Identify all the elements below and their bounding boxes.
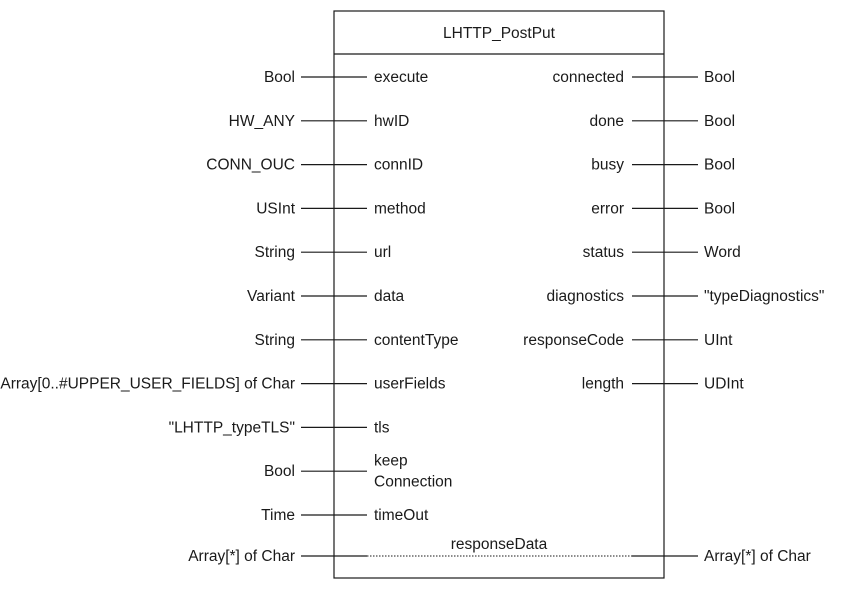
output-type-label: UDInt [704, 376, 744, 393]
input-param-label: keep [374, 453, 408, 470]
input-type-label: String [255, 332, 296, 349]
input-param-label: timeOut [374, 507, 429, 524]
input-type-label: "LHTTP_typeTLS" [169, 419, 295, 436]
input-param-label: Connection [374, 474, 452, 491]
output-param-label: busy [591, 157, 624, 174]
output-type-label: Bool [704, 200, 735, 217]
inout-input-type-label: Array[*] of Char [188, 548, 295, 565]
inout-param-label: responseData [451, 536, 548, 553]
input-type-label: Bool [264, 463, 295, 480]
input-type-label: USInt [256, 200, 295, 217]
input-param-label: data [374, 288, 405, 305]
input-param-label: hwID [374, 113, 409, 130]
output-param-label: responseCode [523, 332, 624, 349]
output-type-label: Word [704, 244, 741, 261]
input-type-label: Variant [247, 288, 296, 305]
output-param-label: status [583, 244, 625, 261]
input-param-label: userFields [374, 376, 446, 393]
input-type-label: Time [261, 507, 295, 524]
output-param-label: done [590, 113, 624, 130]
input-type-label: Array[0..#UPPER_USER_FIELDS] of Char [0, 376, 295, 393]
output-type-label: UInt [704, 332, 733, 349]
output-param-label: connected [552, 69, 624, 86]
input-type-label: Bool [264, 69, 295, 86]
output-type-label: Bool [704, 157, 735, 174]
input-param-label: execute [374, 69, 428, 86]
input-param-label: tls [374, 419, 390, 436]
input-param-label: connID [374, 157, 423, 174]
input-param-label: url [374, 244, 391, 261]
block-box [333, 10, 665, 579]
inout-output-type-label: Array[*] of Char [704, 548, 811, 565]
input-type-label: CONN_OUC [206, 157, 295, 174]
output-type-label: Bool [704, 69, 735, 86]
input-param-label: method [374, 200, 426, 217]
input-type-label: HW_ANY [229, 113, 295, 130]
output-param-label: length [582, 376, 624, 393]
output-param-label: diagnostics [546, 288, 624, 305]
output-type-label: Bool [704, 113, 735, 130]
input-type-label: String [255, 244, 296, 261]
output-type-label: "typeDiagnostics" [704, 288, 824, 305]
output-param-label: error [591, 200, 624, 217]
block-title: LHTTP_PostPut [443, 25, 556, 42]
input-param-label: contentType [374, 332, 458, 349]
